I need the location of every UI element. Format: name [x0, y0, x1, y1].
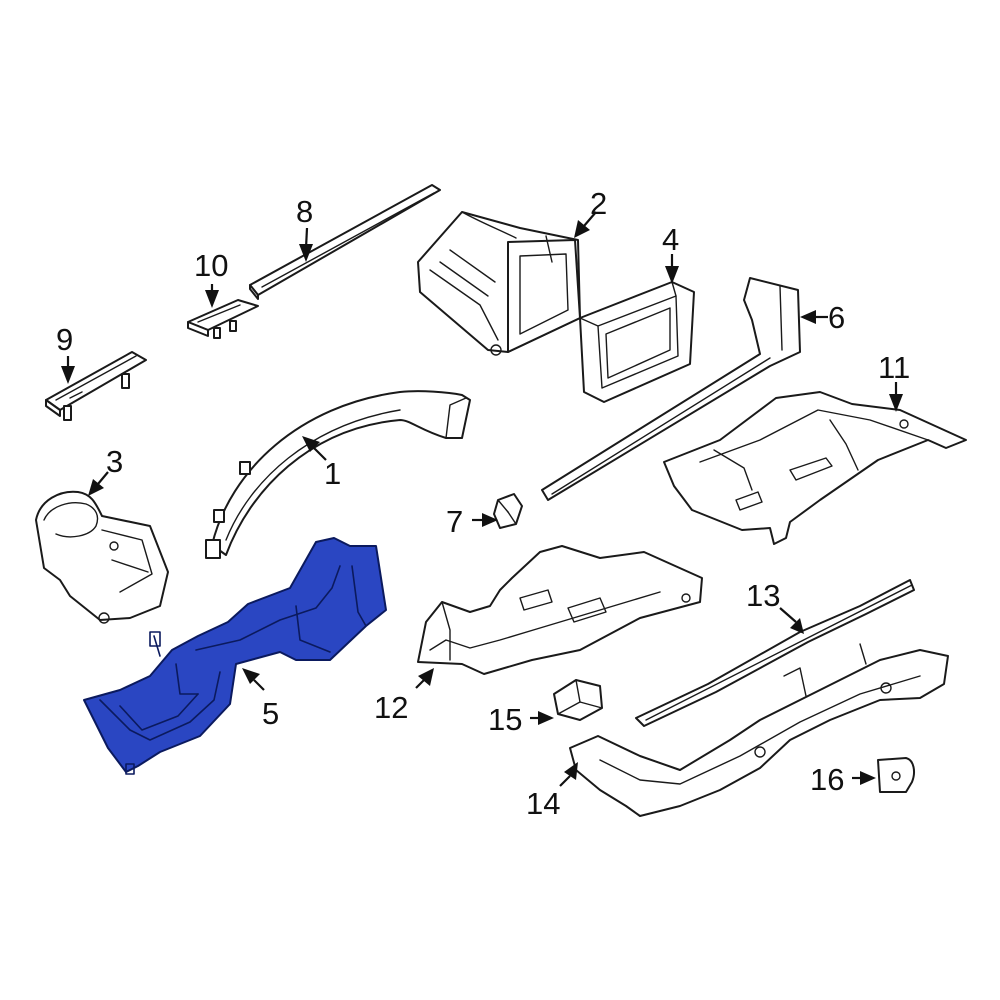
- callout-10: 10: [194, 248, 228, 283]
- callout-9: 9: [56, 322, 73, 357]
- callout-3: 3: [106, 444, 123, 479]
- part-14-crossmember[interactable]: [569, 643, 949, 817]
- part-1-curved-rail[interactable]: [205, 390, 471, 559]
- part-3-blower-housing[interactable]: [35, 490, 169, 624]
- leader-lines: [61, 211, 903, 787]
- part-4-frame[interactable]: [579, 281, 695, 403]
- part-11-floor-panel[interactable]: [663, 391, 967, 545]
- callout-12: 12: [374, 690, 408, 725]
- callout-7: 7: [446, 504, 463, 539]
- callout-6: 6: [828, 300, 845, 335]
- part-8-trim-strip[interactable]: [249, 184, 441, 300]
- part-9-bracket[interactable]: [45, 351, 147, 421]
- callout-11: 11: [878, 350, 910, 385]
- part-5-console-duct[interactable]: [83, 537, 387, 775]
- callout-1: 1: [324, 456, 341, 491]
- part-16-bracket[interactable]: [877, 757, 915, 793]
- callout-labels: 1 2 3 4 5 6 7 8 9 10 11 12 13 14 15 16: [56, 186, 910, 821]
- callout-8: 8: [296, 194, 313, 229]
- part-15-block[interactable]: [553, 679, 603, 721]
- callout-13: 13: [746, 578, 780, 613]
- callout-15: 15: [488, 702, 522, 737]
- callout-4: 4: [662, 222, 679, 257]
- callout-5: 5: [262, 696, 279, 731]
- callout-14: 14: [526, 786, 560, 821]
- callout-16: 16: [810, 762, 844, 797]
- callout-2: 2: [590, 186, 607, 221]
- part-6-side-panel[interactable]: [541, 277, 801, 501]
- part-2-duct[interactable]: [417, 211, 581, 356]
- part-12-floor-panel[interactable]: [417, 545, 703, 675]
- part-10-bracket[interactable]: [187, 299, 259, 339]
- part-13-long-bar[interactable]: [635, 579, 915, 727]
- part-7-clip[interactable]: [493, 493, 523, 529]
